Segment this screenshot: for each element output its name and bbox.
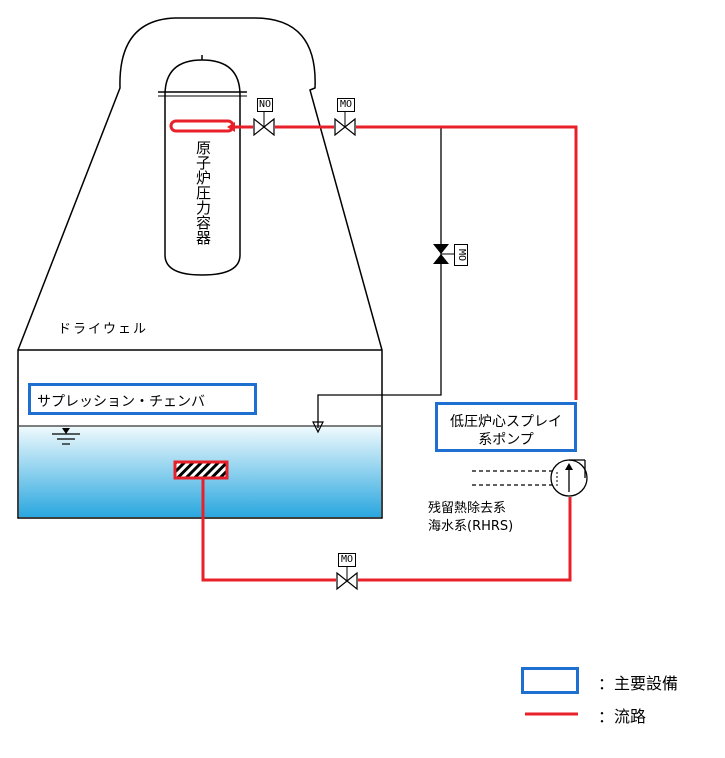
pump-label-line1: 低圧炉心スプレイ <box>450 414 562 430</box>
rhrs-lines <box>472 470 556 486</box>
water-level-icon <box>52 428 80 445</box>
reactor-pressure-vessel <box>164 59 241 276</box>
check-valve-icon <box>253 112 275 137</box>
legend-main-equipment-label: ：主要設備 <box>598 674 679 693</box>
mo-valve-top <box>334 112 356 137</box>
suppression-chamber-label: サプレッション・チェンバ <box>37 394 205 410</box>
mo-valve-bottom <box>336 567 358 591</box>
suppression-chamber-box: サプレッション・チェンバ <box>28 383 257 415</box>
pump-icon <box>550 459 588 497</box>
legend-flow-path-label: ：流路 <box>598 707 647 726</box>
valve-tag-no: NO <box>257 98 273 112</box>
rhrs-label-line2: 海水系(RHRS) <box>428 519 514 534</box>
valve-tag-mo-top: MO <box>337 98 355 112</box>
pump-label-line2: 系ポンプ <box>478 432 534 448</box>
valve-tag-mo-side: MO <box>454 244 468 266</box>
rhrs-label-line1: 残留熱除去系 <box>428 501 507 516</box>
strainer-icon <box>173 460 229 480</box>
spray-sparger <box>169 119 235 133</box>
valve-tag-mo-bottom: MO <box>338 553 356 567</box>
flow-path-suction <box>201 478 572 582</box>
pump-box: 低圧炉心スプレイ 系ポンプ <box>435 402 577 452</box>
legend-main-equipment-swatch <box>521 667 579 694</box>
drywell-label: ドライウェル <box>58 322 149 337</box>
reactor-vessel-label: 原子炉圧力容器 <box>194 140 212 245</box>
mo-valve-side <box>433 244 455 264</box>
